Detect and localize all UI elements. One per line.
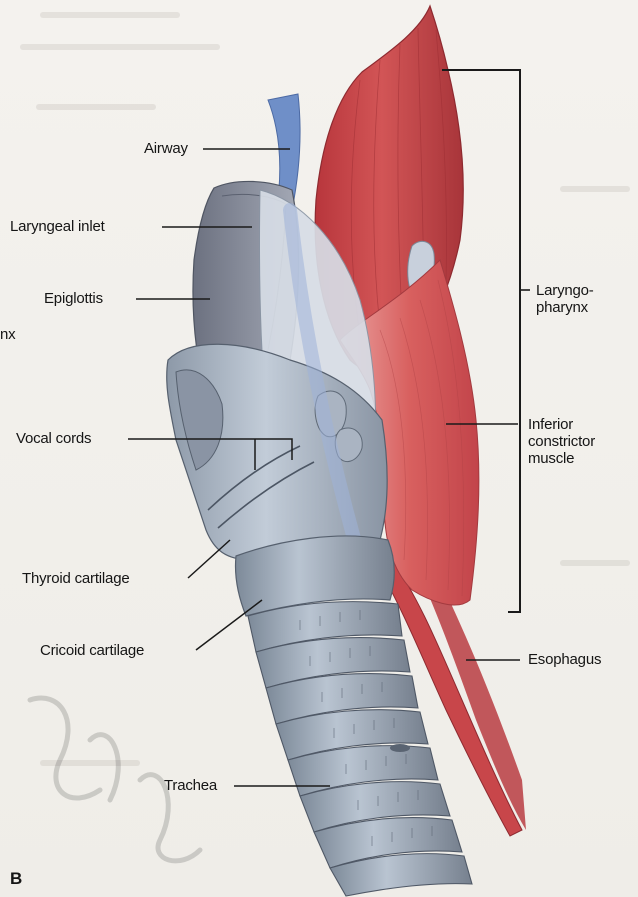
label-edge-fragment: nx [0, 326, 15, 343]
label-epiglottis: Epiglottis [44, 290, 103, 307]
leader-thyroid-cartilage [188, 540, 230, 578]
label-laryngopharynx: Laryngo- pharynx [536, 282, 594, 316]
panel-letter: B [10, 870, 22, 887]
label-airway: Airway [144, 140, 188, 157]
label-trachea: Trachea [164, 777, 217, 794]
label-esophagus: Esophagus [528, 651, 601, 668]
label-inferior-constrictor-muscle: Inferior constrictor muscle [528, 416, 595, 467]
label-vocal-cords: Vocal cords [16, 430, 91, 447]
label-laryngeal-inlet: Laryngeal inlet [10, 218, 105, 235]
label-cricoid-cartilage: Cricoid cartilage [40, 642, 144, 659]
label-thyroid-cartilage: Thyroid cartilage [22, 570, 129, 587]
